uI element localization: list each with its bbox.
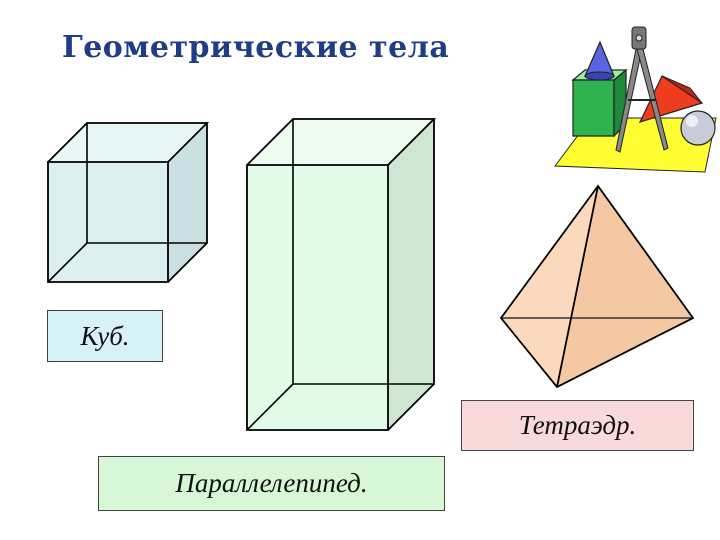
slide-title: Геометрические тела: [62, 30, 450, 65]
parallelepiped-label: Параллелепипед.: [98, 456, 445, 511]
tetrahedron-label: Тетраэдр.: [461, 400, 694, 451]
cube-label: Куб.: [47, 310, 163, 362]
